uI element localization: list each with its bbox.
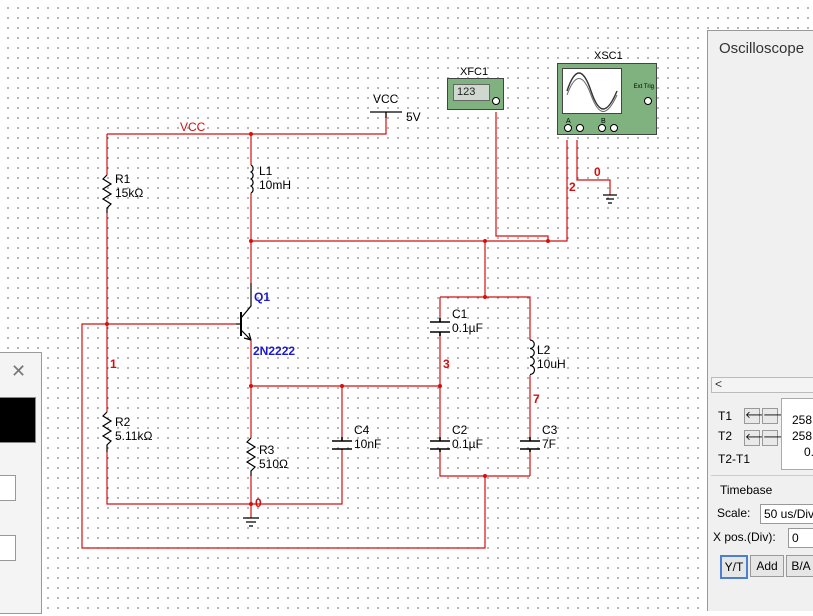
r2-name: R2 (115, 415, 131, 429)
x-position-field[interactable]: 0 (788, 528, 813, 548)
l1-symbol[interactable] (249, 164, 254, 194)
net-label-3: 3 (443, 357, 450, 371)
net-label-0-scope: 0 (594, 165, 601, 179)
l1-value: 10mH (259, 178, 292, 192)
components (101, 111, 617, 527)
net-label-0-ground: 0 (255, 496, 262, 510)
scroll-left-icon[interactable]: < (715, 377, 723, 391)
r3-symbol[interactable] (245, 437, 257, 476)
l1-name: L1 (259, 164, 273, 178)
ext-trig-label: Ext Trig (633, 84, 654, 90)
c2-symbol[interactable] (430, 437, 450, 452)
vcc-net-label: VCC (180, 120, 206, 134)
c2-name: C2 (452, 423, 468, 437)
q1-symbol[interactable] (236, 283, 252, 341)
xsc1-name: XSC1 (594, 50, 623, 62)
vcc-source-name: VCC (373, 92, 399, 106)
c1-name: C1 (452, 307, 468, 321)
t2-value: 258 (792, 429, 813, 443)
t2-left-arrow-icon[interactable]: 🡐 (744, 430, 772, 446)
display-scrollbar[interactable]: < (711, 377, 813, 393)
x-position-label: X pos.(Div): (713, 530, 776, 544)
wires (81, 112, 611, 549)
c3-symbol[interactable] (520, 437, 540, 452)
c1-value: 0.1µF (452, 321, 483, 335)
sine-wave-icon (566, 72, 618, 112)
color-swatch[interactable] (0, 397, 36, 443)
oscilloscope-icon-screen (562, 68, 622, 114)
oscilloscope-instrument[interactable]: Ext Trig A B (557, 63, 657, 135)
net-label-7: 7 (533, 392, 540, 406)
channel-a-label: A (566, 118, 571, 125)
channel-a-minus-terminal[interactable] (576, 124, 584, 132)
function-generator[interactable]: 123 (447, 78, 504, 110)
cursor-values-box: 258 258 0. (781, 398, 813, 470)
l2-symbol[interactable] (529, 339, 536, 376)
timebase-group: Timebase Scale: 50 us/Div X pos.(Div): 0… (711, 475, 813, 616)
vcc-source-value: 5V (406, 110, 421, 124)
xfc1-name: XFC1 (460, 66, 489, 78)
t2-right-arrow-icon[interactable]: 🡒 (762, 430, 790, 446)
checkbox-1[interactable] (0, 475, 16, 501)
t1-right-arrow-icon[interactable]: 🡒 (762, 408, 790, 424)
oscilloscope-window-title: Oscilloscope (719, 40, 805, 57)
c1-symbol[interactable] (430, 318, 450, 336)
cursor-readout-panel: T1 🡐 🡒 T2 🡐 🡒 T2-T1 258 258 0. (711, 395, 813, 471)
ext-trig-terminal[interactable] (644, 97, 652, 105)
checkbox-2[interactable] (0, 535, 16, 561)
r1-value: 15kΩ (115, 186, 144, 200)
ground-symbol[interactable] (243, 517, 259, 527)
l2-name: L2 (537, 343, 551, 357)
r2-value: 5.11kΩ (115, 429, 153, 443)
c4-value: 10nF (354, 437, 382, 451)
channel-b-plus-terminal[interactable] (598, 124, 606, 132)
t2-t1-value: 0. (804, 445, 813, 459)
oscilloscope-window: Oscilloscope < T1 🡐 🡒 T2 🡐 🡒 T2-T1 258 2… (707, 30, 813, 611)
scale-field[interactable]: 50 us/Div (760, 504, 813, 524)
c4-name: C4 (354, 423, 370, 437)
close-icon[interactable]: ✕ (11, 361, 27, 381)
c3-name: C3 (542, 423, 558, 437)
net-label-2: 2 (569, 180, 576, 194)
scale-label: Scale: (717, 506, 751, 520)
add-button[interactable]: Add (750, 555, 784, 577)
q1-model: 2N2222 (253, 344, 296, 358)
r3-name: R3 (259, 443, 275, 457)
r1-symbol[interactable] (101, 174, 113, 213)
channel-b-minus-terminal[interactable] (610, 124, 618, 132)
t1-value: 258 (792, 413, 813, 427)
r2-symbol[interactable] (101, 411, 113, 452)
vcc-source-symbol[interactable] (370, 111, 402, 118)
t1-label: T1 (718, 409, 733, 423)
channel-a-plus-terminal[interactable] (564, 124, 572, 132)
yt-button[interactable]: Y/T (720, 555, 748, 579)
timebase-title: Timebase (720, 483, 773, 497)
l2-value: 10uH (537, 357, 566, 371)
channel-b-label: B (601, 118, 606, 125)
b-over-a-button[interactable]: B/A (786, 555, 813, 577)
function-generator-terminal[interactable] (492, 97, 500, 105)
q1-name: Q1 (254, 290, 271, 304)
junction-dots (105, 132, 550, 506)
c3-value: 7F (542, 437, 557, 451)
net-label-1: 1 (110, 357, 117, 371)
r3-value: 510Ω (259, 457, 288, 471)
r1-name: R1 (115, 172, 131, 186)
t2-label: T2 (718, 429, 733, 443)
c2-value: 0.1µF (452, 437, 483, 451)
left-dialog-panel: ✕ (0, 352, 42, 614)
scope-ground-symbol[interactable] (603, 194, 617, 204)
function-generator-display: 123 (453, 84, 490, 101)
c4-symbol[interactable] (332, 437, 352, 450)
t2-t1-label: T2-T1 (718, 452, 751, 466)
t1-left-arrow-icon[interactable]: 🡐 (744, 408, 772, 424)
